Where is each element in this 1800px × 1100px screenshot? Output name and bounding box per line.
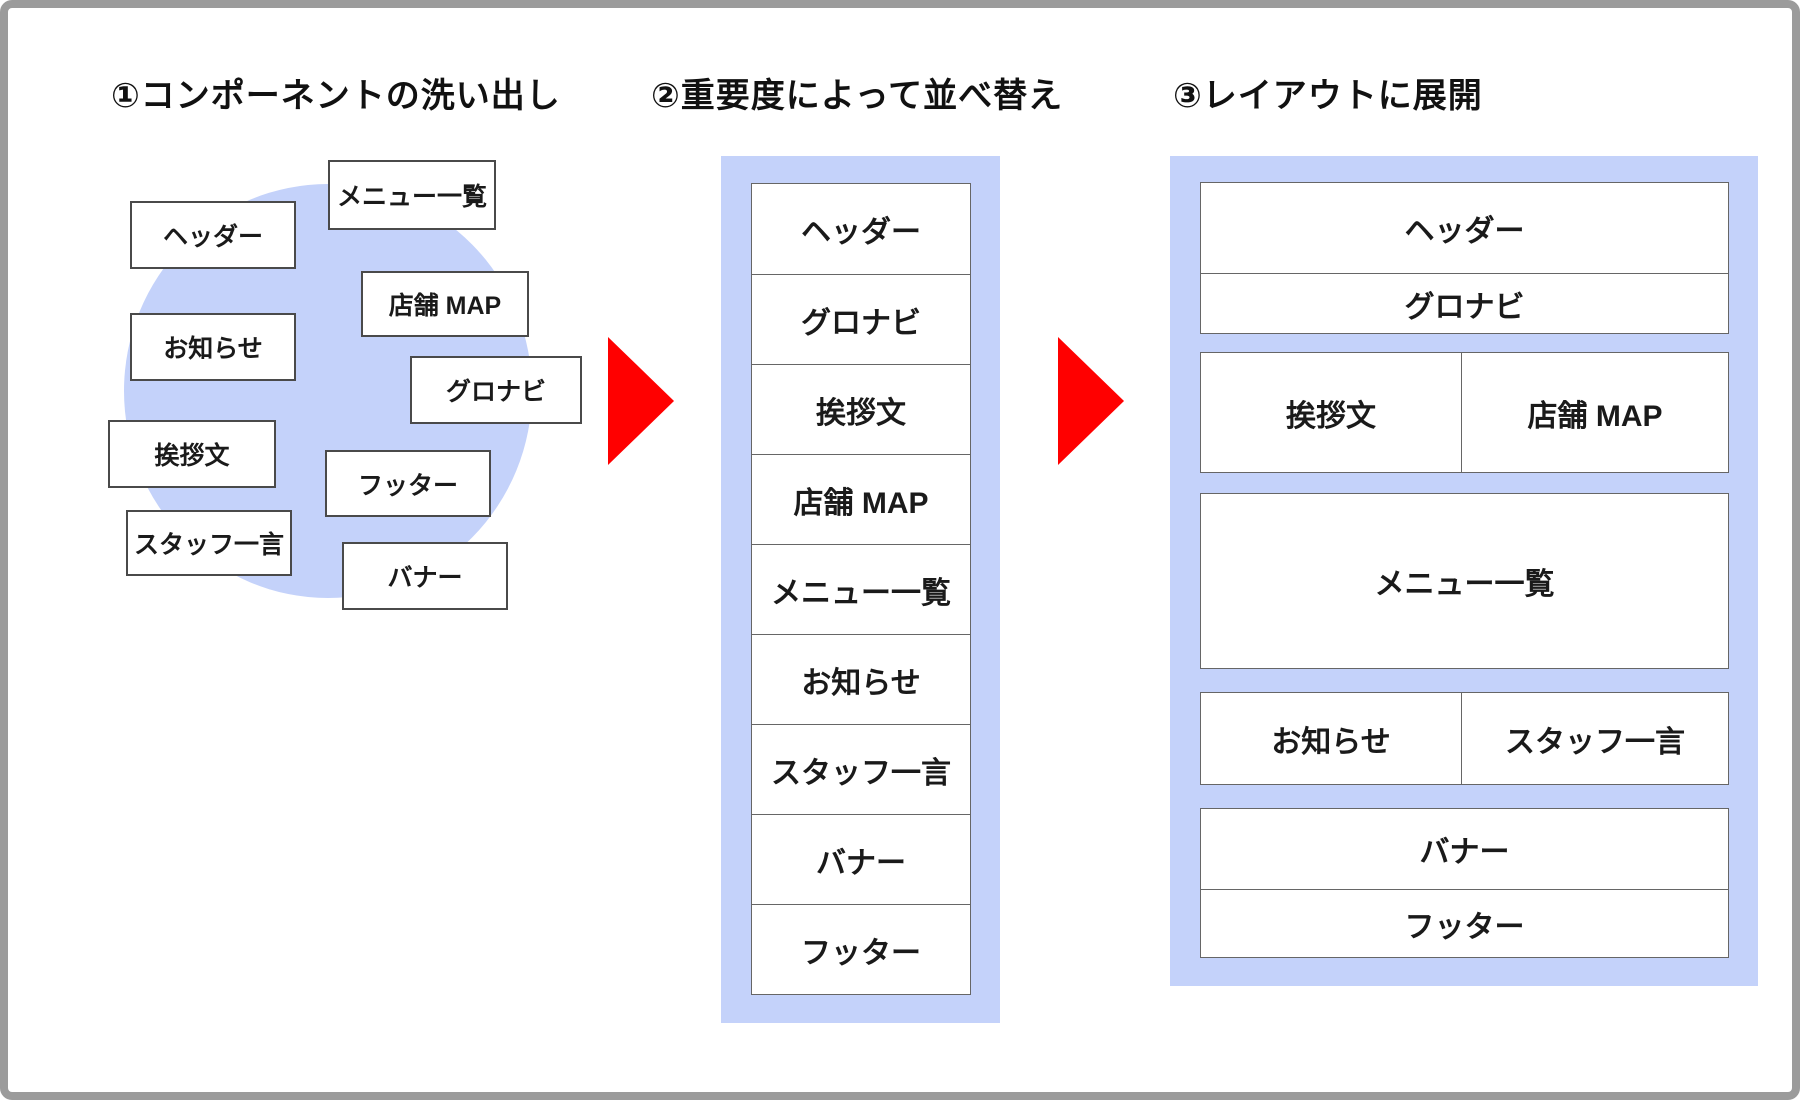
layout-staff-word-cell: スタッフ一言 xyxy=(1461,693,1728,784)
layout-header-cell: ヘッダー xyxy=(1201,183,1728,273)
component-box-shop-map: 店舗 MAP xyxy=(361,271,529,337)
layout-row-greeting-map: 挨拶文 店舗 MAP xyxy=(1200,352,1729,473)
layout-group-header-nav: ヘッダー グロナビ xyxy=(1200,182,1729,334)
component-box-news: お知らせ xyxy=(130,313,296,381)
priority-item-menu-list: メニュー一覧 xyxy=(752,544,970,634)
component-box-banner: バナー xyxy=(342,542,508,610)
priority-item-staff-word: スタッフ一言 xyxy=(752,724,970,814)
priority-item-banner: バナー xyxy=(752,814,970,904)
layout-panel: ヘッダー グロナビ 挨拶文 店舗 MAP メニュー一覧 お知らせ スタッフ一言 … xyxy=(1170,156,1758,986)
layout-group-banner-footer: バナー フッター xyxy=(1200,808,1729,958)
component-box-header: ヘッダー xyxy=(130,201,296,269)
priority-list-panel: ヘッダー グロナビ 挨拶文 店舗 MAP メニュー一覧 お知らせ スタッフ一言 … xyxy=(721,156,1000,1023)
layout-menu-list-cell: メニュー一覧 xyxy=(1201,494,1728,668)
component-box-global-nav: グロナビ xyxy=(410,356,582,424)
priority-item-footer: フッター xyxy=(752,904,970,994)
component-box-staff-word: スタッフ一言 xyxy=(126,510,292,576)
component-box-footer: フッター xyxy=(325,450,491,517)
component-box-menu-list: メニュー一覧 xyxy=(328,160,496,230)
layout-news-cell: お知らせ xyxy=(1201,693,1461,784)
priority-item-global-nav: グロナビ xyxy=(752,274,970,364)
step1-title: ①コンポーネントの洗い出し xyxy=(111,77,561,115)
flow-arrow-step1-to-step2 xyxy=(608,337,674,465)
priority-item-shop-map: 店舗 MAP xyxy=(752,454,970,544)
layout-greeting-cell: 挨拶文 xyxy=(1201,353,1461,472)
layout-footer-cell: フッター xyxy=(1201,889,1728,957)
priority-item-greeting: 挨拶文 xyxy=(752,364,970,454)
layout-shop-map-cell: 店舗 MAP xyxy=(1461,353,1728,472)
layout-banner-cell: バナー xyxy=(1201,809,1728,889)
priority-item-news: お知らせ xyxy=(752,634,970,724)
component-box-greeting: 挨拶文 xyxy=(108,420,276,488)
layout-row-news-staff: お知らせ スタッフ一言 xyxy=(1200,692,1729,785)
flow-arrow-step2-to-step3 xyxy=(1058,337,1124,465)
priority-item-header: ヘッダー xyxy=(752,184,970,274)
priority-list: ヘッダー グロナビ 挨拶文 店舗 MAP メニュー一覧 お知らせ スタッフ一言 … xyxy=(751,183,971,995)
step3-title: ③レイアウトに展開 xyxy=(1173,77,1483,115)
layout-global-nav-cell: グロナビ xyxy=(1201,273,1728,333)
step2-title: ②重要度によって並べ替え xyxy=(651,77,1064,115)
layout-row-menu: メニュー一覧 xyxy=(1200,493,1729,669)
